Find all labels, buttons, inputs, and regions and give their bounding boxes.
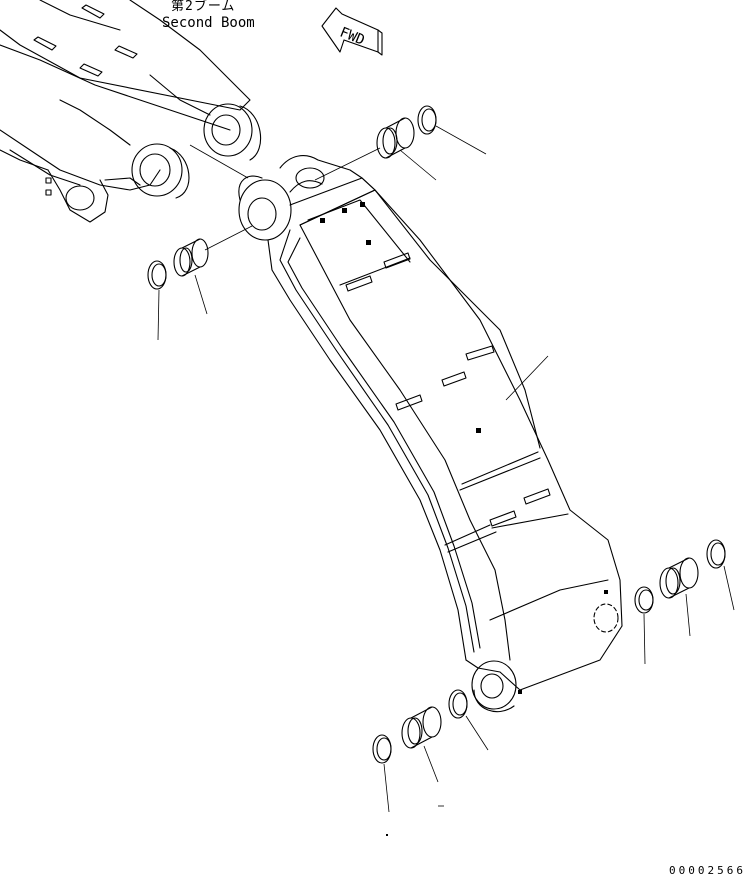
second-boom — [0, 0, 262, 223]
snap-ring-bottom-left — [372, 734, 392, 813]
arm-body — [238, 155, 623, 713]
assembly-title-jp: 第2ブーム — [171, 0, 236, 14]
snap-ring-left — [147, 260, 167, 341]
snap-ring-right-inner — [634, 586, 654, 665]
drawing-number: 00002566 — [669, 864, 746, 877]
snap-ring-bottom-right — [448, 689, 489, 751]
bushing-top — [314, 117, 437, 181]
snap-ring-right-outer — [706, 539, 735, 611]
snap-ring-top — [417, 105, 487, 155]
assembly-title: Second Boom — [162, 15, 255, 31]
bushing-right — [659, 557, 699, 637]
bushing-left — [173, 225, 253, 315]
bushing-bottom — [401, 706, 442, 783]
fwd-arrow-icon: FWD — [321, 7, 383, 56]
